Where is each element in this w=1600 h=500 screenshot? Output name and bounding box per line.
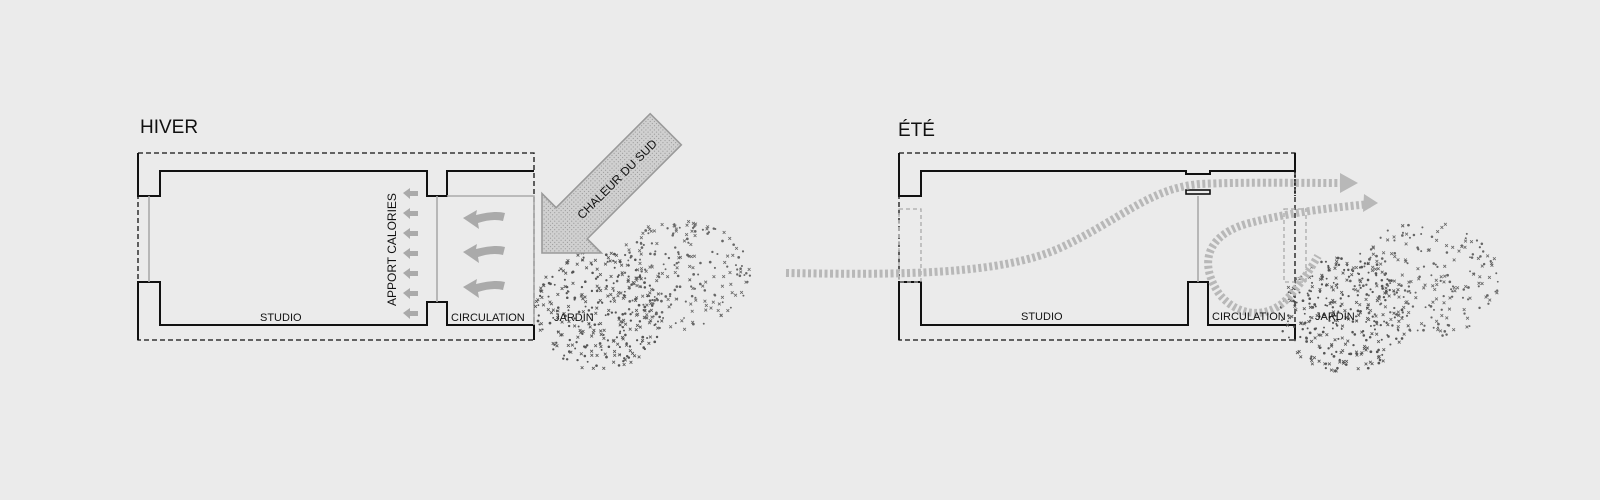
summer-title: ÉTÉ [898,120,935,141]
gain-arrow-1 [403,188,418,199]
winter-garden-label: JARDIN [554,312,594,324]
summer-garden-label: JARDIN [1315,311,1355,323]
winter-panel: HIVER APPORT CALORIES [137,112,752,371]
circulation-arrow-1 [463,210,505,229]
summer-garden-vegetation [1279,222,1499,373]
summer-left-open-window [898,208,922,283]
summer-top-wall [898,153,1296,197]
winter-outer-glazing [447,195,535,325]
winter-top-wall [137,153,534,197]
garden-loop-arrowhead [1363,194,1378,212]
gain-arrow-5 [403,268,418,279]
winter-heat-gain-arrows [403,188,418,319]
summer-airflow [785,178,1371,317]
south-heat-arrow: CHALEUR DU SUD [541,112,683,254]
cross-ventilation-arrowhead [1340,173,1358,193]
summer-building-outline [898,152,1296,341]
winter-studio-label: STUDIO [260,312,302,324]
summer-panel: ÉTÉ STUDIO CIRCULATION JARDIN [785,120,1499,373]
winter-airflow-arrows [463,210,505,298]
gain-arrow-7 [403,308,418,319]
summer-studio-label: STUDIO [1021,311,1063,323]
circulation-arrow-3 [463,279,505,298]
summer-circulation-label: CIRCULATION [1212,311,1286,323]
garden-cooling-loop [1204,200,1371,317]
summer-high-vent [1185,189,1211,195]
winter-title: HIVER [140,117,198,138]
cross-ventilation-flow [785,178,1341,278]
gain-arrow-2 [403,208,418,219]
circulation-arrow-2 [463,244,505,263]
heat-gain-label: APPORT CALORIES [385,193,399,306]
gain-arrow-3 [403,228,418,239]
south-heat-arrow-shape [541,112,683,254]
gain-arrow-6 [403,288,418,299]
gain-arrow-4 [403,248,418,259]
winter-circulation-label: CIRCULATION [451,312,525,324]
